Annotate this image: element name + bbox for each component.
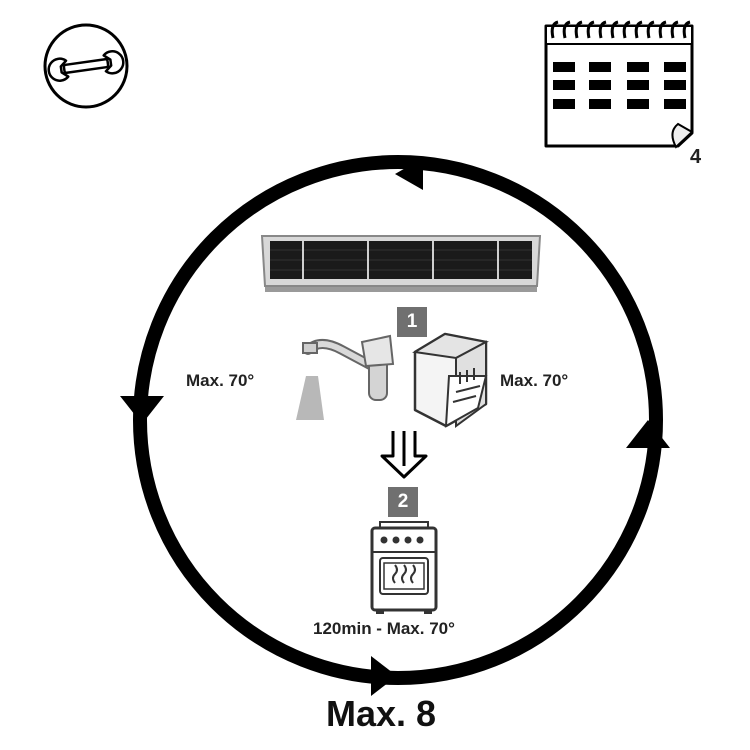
cycle-limit-label: Max. 8 <box>326 693 437 734</box>
wrench-icon <box>43 23 129 109</box>
calendar-icon <box>544 20 694 149</box>
dishwasher-temp-label: Max. 70° <box>500 371 569 390</box>
calendar-interval-label: 4 <box>690 146 702 168</box>
carbon-filter-icon <box>260 235 542 292</box>
oven-setting-label: 120min - Max. 70° <box>313 619 455 638</box>
step-2-badge: 2 <box>388 487 418 517</box>
step-1-badge: 1 <box>397 307 427 337</box>
hand-wash-temp-label: Max. 70° <box>186 371 255 390</box>
cycle-arrow-bottom <box>371 656 397 696</box>
dishwasher-icon <box>412 332 489 428</box>
cycle-arrow-left <box>120 396 164 424</box>
down-arrow-icon <box>380 431 428 479</box>
cycle-ring <box>120 155 670 696</box>
water-tap-icon <box>296 334 395 420</box>
cycle-arrow-right <box>626 420 670 448</box>
cycle-arrow-top <box>395 158 423 190</box>
oven-icon <box>370 521 438 614</box>
